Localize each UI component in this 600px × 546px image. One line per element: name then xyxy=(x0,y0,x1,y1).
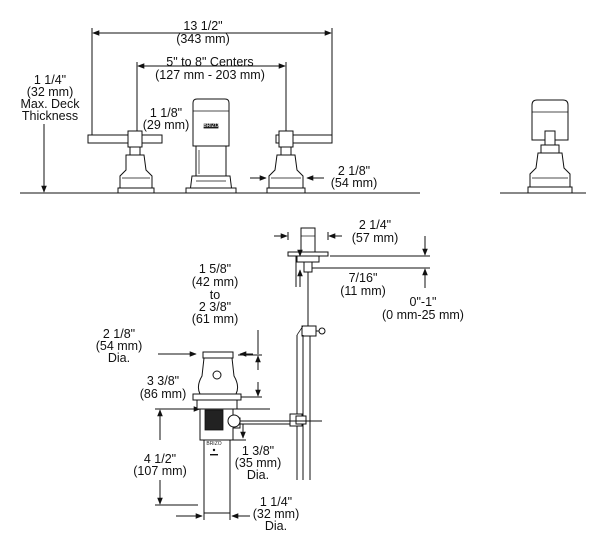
adjust-metric: (0 mm-25 mm) xyxy=(382,308,464,322)
flange-dia-metric: (54 mm) xyxy=(96,339,143,353)
tailpiece-height-metric: (107 mm) xyxy=(133,464,186,478)
spout-brand-mark: BRIZO xyxy=(203,123,218,129)
left-handle-hub xyxy=(127,130,143,148)
lift-rod-knob xyxy=(300,227,316,253)
diverter-width-imperial: 2 1/4" xyxy=(359,218,391,232)
drain-flange xyxy=(192,393,242,401)
drain-top-metric: (42 mm) xyxy=(192,275,239,289)
centers-metric: (127 mm - 203 mm) xyxy=(155,68,265,82)
base-width-metric: (54 mm) xyxy=(331,176,378,190)
drain-brand-mark: BRIZO xyxy=(206,441,221,447)
body-dia-metric: (35 mm) xyxy=(235,456,282,470)
body-dia-imperial: 1 3/8" xyxy=(242,444,274,458)
drain-assembly: BRIZO xyxy=(192,351,322,514)
drain-top-metric2: (61 mm) xyxy=(192,312,239,326)
right-lever-handle xyxy=(275,134,333,144)
spout: BRIZO xyxy=(185,98,237,194)
flange-dia-imperial: 2 1/8" xyxy=(103,327,135,341)
drain-lift-rod xyxy=(287,227,329,480)
handle-height-metric: (29 mm) xyxy=(143,118,190,132)
deck-thickness-metric: (32 mm) xyxy=(27,85,74,99)
drain-cap xyxy=(202,351,234,359)
drop-imperial: 7/16" xyxy=(349,271,378,285)
deck-thickness-line4: Thickness xyxy=(22,109,78,123)
drop-metric: (11 mm) xyxy=(340,284,386,298)
adjust-imperial: 0"-1" xyxy=(410,295,437,309)
centers-imperial: 5" to 8" Centers xyxy=(166,55,253,69)
base-width-imperial: 2 1/8" xyxy=(338,164,370,178)
body-height-imperial: 3 3/8" xyxy=(147,374,179,388)
body-height-metric: (86 mm) xyxy=(140,387,187,401)
tailpiece-dia-imperial: 1 1/4" xyxy=(260,495,292,509)
right-handle-hub xyxy=(278,130,294,148)
overall-width-metric: (343 mm) xyxy=(176,32,229,46)
right-handle-valve xyxy=(266,130,333,194)
left-handle-valve xyxy=(87,130,163,194)
tailpiece-dia-metric: (32 mm) xyxy=(253,507,300,521)
overall-width-imperial: 13 1/2" xyxy=(183,19,222,33)
body-dia-suffix: Dia. xyxy=(247,468,269,482)
left-lever-handle xyxy=(87,134,163,144)
tailpiece xyxy=(203,439,231,514)
diverter-width-metric: (57 mm) xyxy=(352,231,399,245)
tailpiece-height-imperial: 4 1/2" xyxy=(144,452,176,466)
drain-top-imperial2: 2 3/8" xyxy=(199,300,231,314)
side-view-faucet xyxy=(527,99,573,194)
handle-height-imperial: 1 1/8" xyxy=(150,106,182,120)
deck-thickness-imperial: 1 1/4" xyxy=(34,73,66,87)
drain-top-imperial: 1 5/8" xyxy=(199,262,231,276)
drain-top-to: to xyxy=(210,288,220,302)
tailpiece-dia-suffix: Dia. xyxy=(265,519,287,533)
flange-dia-suffix: Dia. xyxy=(108,351,130,365)
deck-thickness-line3: Max. Deck xyxy=(20,97,80,111)
